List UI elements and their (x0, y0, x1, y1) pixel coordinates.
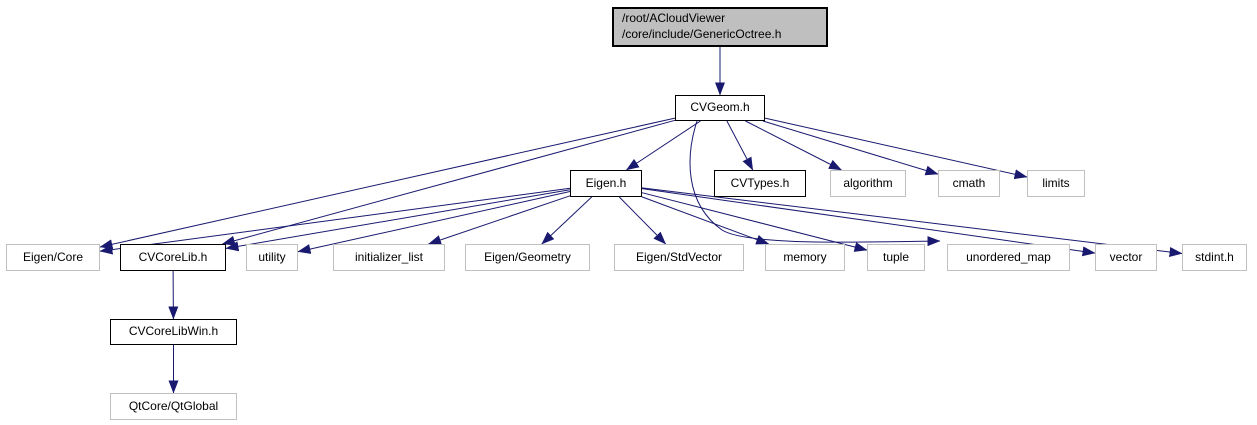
node-label: tuple (882, 249, 910, 264)
node-tuple: tuple (867, 244, 925, 271)
node-label: unordered_map (966, 249, 1051, 264)
node-label-line: /core/include/GenericOctree.h (622, 27, 782, 41)
edge-eigen--initializer_list (428, 195, 571, 245)
node-label: memory (783, 249, 827, 264)
node-qtglobal: QtCore/QtGlobal (110, 393, 237, 420)
node-cvgeom[interactable]: CVGeom.h (675, 95, 765, 121)
edge-eigen--memory (641, 196, 770, 245)
node-algorithm: algorithm (830, 170, 906, 197)
edge-eigen--eigengeometry (541, 196, 593, 245)
node-label: algorithm (843, 175, 893, 190)
node-cmath: cmath (938, 170, 1000, 197)
node-eigengeometry: Eigen/Geometry (465, 244, 590, 271)
edge-eigen--stdint (641, 187, 1183, 257)
node-eigenstdvector: Eigen/StdVector (614, 244, 744, 271)
node-vector: vector (1095, 244, 1157, 271)
node-eigencore: Eigen/Core (6, 244, 100, 271)
edge-cvgeom--cvtypes (726, 120, 754, 171)
node-label: CVTypes.h (730, 175, 790, 190)
edge-eigen--eigencore (99, 187, 571, 255)
node-unordered_map: unordered_map (947, 244, 1070, 271)
node-label: cmath (952, 175, 986, 190)
node-label: QtCore/QtGlobal (128, 398, 219, 413)
node-label: Eigen/StdVector (635, 249, 723, 264)
node-initializer_list: initializer_list (333, 244, 445, 271)
node-label: utility (258, 249, 286, 264)
node-label: CVGeom.h (690, 100, 750, 115)
edge-cvgeom--eigen (625, 120, 701, 171)
edge-cvgeom--cvcorelib (221, 119, 676, 246)
edge-cvgeom--unordered_map (689, 120, 941, 247)
node-label: Eigen/Core (22, 249, 84, 264)
node-label: stdint.h (1195, 249, 1234, 264)
node-cvtypes[interactable]: CVTypes.h (714, 170, 806, 197)
node-label: vector (1109, 249, 1143, 264)
node-label: Eigen.h (585, 175, 627, 190)
node-cvcorelibwin[interactable]: CVCoreLibWin.h (110, 319, 237, 345)
edge-cvgeom--algorithm (745, 120, 842, 171)
node-memory: memory (765, 244, 845, 271)
edge-eigen--cvcorelib (225, 189, 571, 252)
node-cvcorelib[interactable]: CVCoreLib.h (120, 244, 226, 271)
node-label: limits (1042, 175, 1070, 190)
node-stdint: stdint.h (1182, 244, 1247, 271)
edge-eigen--vector (641, 188, 1096, 257)
edge-cvgeom--cmath (762, 120, 939, 176)
edge-cvgeom--limits (764, 117, 1028, 180)
node-label: CVCoreLibWin.h (128, 324, 219, 339)
node-label: CVCoreLib.h (138, 249, 208, 264)
node-utility: utility (246, 244, 298, 271)
node-label-line: /root/ACloudViewer (622, 11, 726, 26)
node-limits: limits (1027, 170, 1085, 197)
node-label: initializer_list (354, 249, 424, 264)
node-root: /root/ACloudViewer/core/include/GenericO… (612, 7, 828, 47)
node-eigen[interactable]: Eigen.h (570, 170, 642, 197)
edge-eigen--tuple (641, 192, 868, 252)
edge-cvgeom--eigencore (99, 117, 676, 250)
edge-eigen--utility (297, 191, 571, 254)
node-label: Eigen/Geometry (484, 249, 571, 264)
edge-eigen--eigenstdvector (618, 196, 667, 245)
